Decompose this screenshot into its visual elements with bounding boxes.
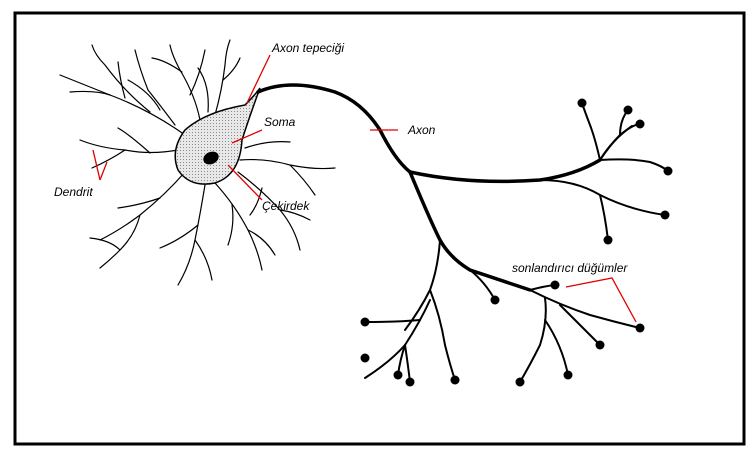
terminal-node xyxy=(406,378,415,387)
label-terminal-nodes: sonlandırıcı düğümler xyxy=(512,261,628,275)
label-axon: Axon xyxy=(407,123,436,137)
terminal-node xyxy=(664,167,673,176)
terminal-node xyxy=(564,371,573,380)
terminal-node xyxy=(661,211,670,220)
terminal-node xyxy=(578,99,587,108)
terminal-node xyxy=(394,371,403,380)
terminal-node xyxy=(516,378,525,387)
terminal-node xyxy=(604,236,613,245)
terminal-node xyxy=(491,296,500,305)
terminal-node xyxy=(551,281,560,290)
terminal-node xyxy=(624,106,633,115)
terminal-node xyxy=(596,341,605,350)
label-dendrite: Dendrit xyxy=(54,185,93,199)
terminal-node xyxy=(636,324,645,333)
label-nucleus: Çekirdek xyxy=(262,199,310,213)
terminal-node xyxy=(361,318,370,327)
diagram-frame xyxy=(15,13,744,444)
terminal-node xyxy=(361,354,370,363)
terminal-node xyxy=(636,120,645,129)
terminal-node xyxy=(451,376,460,385)
label-soma: Soma xyxy=(264,115,296,129)
label-axon-hillock: Axon tepeciği xyxy=(271,41,344,55)
